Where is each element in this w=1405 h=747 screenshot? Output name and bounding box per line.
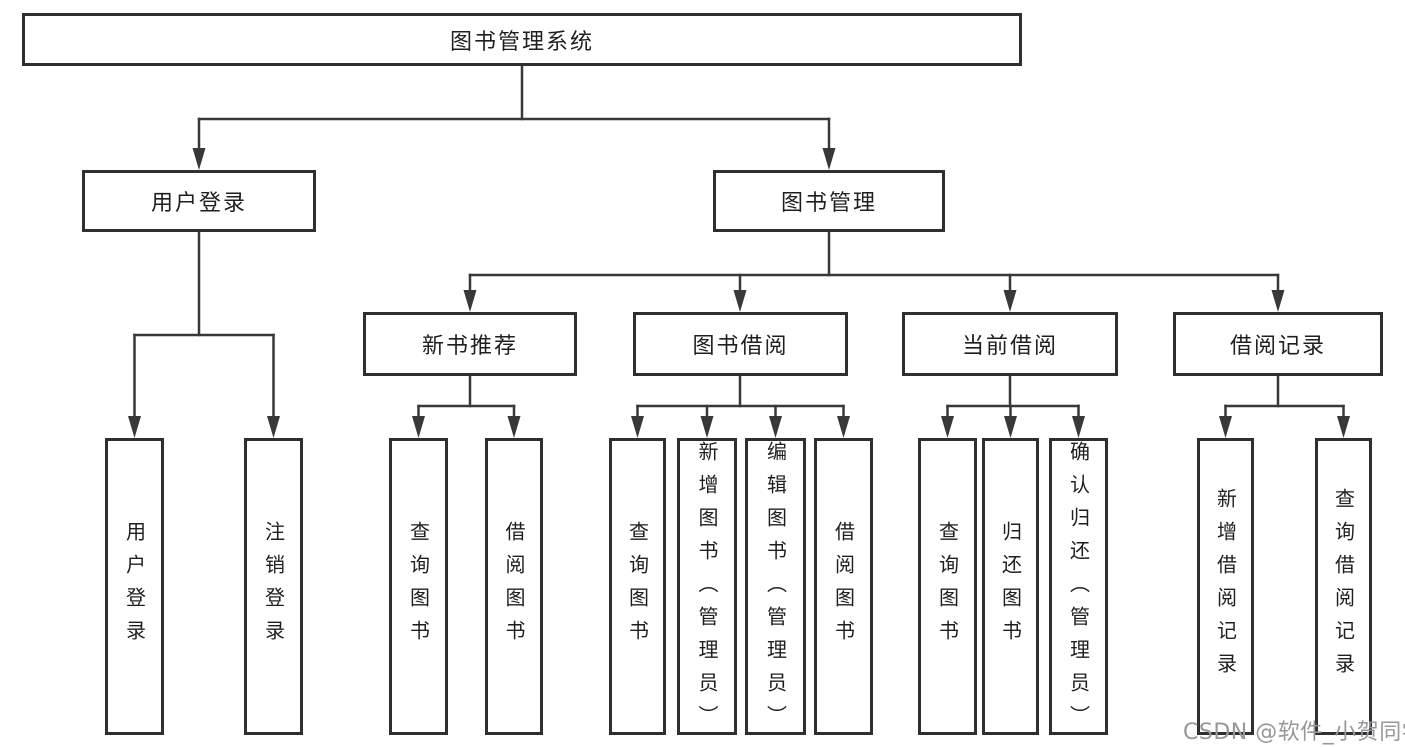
node-user-login: 用户登录: [82, 170, 316, 232]
node-current-borrowing: 当前借阅: [902, 312, 1118, 376]
tree-branch-lines: [133, 64, 1345, 408]
leaf-add-books-admin: 新增图书（管理员）: [677, 438, 737, 738]
connector-arrow: [733, 273, 747, 312]
node-book-management: 图书管理: [713, 170, 945, 232]
connector-arrow: [1003, 273, 1017, 312]
connector-arrow: [941, 404, 954, 438]
leaf-add-borrow-record: 新增借阅记录: [1197, 438, 1254, 735]
leaf-query-books-current: 查询图书: [918, 438, 977, 735]
connector-arrow: [1271, 273, 1285, 312]
node-library-management-system: 图书管理系统: [22, 13, 1022, 66]
connector-arrows: [128, 117, 1350, 438]
leaf-edit-books-admin: 编辑图书（管理员）: [745, 438, 806, 738]
leaf-confirm-return-admin: 确认归还（管理员）: [1049, 438, 1108, 738]
connector-arrow: [769, 404, 782, 438]
connector-arrow: [822, 117, 836, 170]
connector-arrow: [1004, 404, 1017, 438]
connector-arrow: [463, 273, 477, 312]
connector-arrow: [1072, 404, 1085, 438]
node-new-book-recommend: 新书推荐: [363, 312, 577, 376]
connector-arrow: [1219, 404, 1232, 438]
connector-arrow: [128, 333, 141, 438]
leaf-query-borrow-record: 查询借阅记录: [1315, 438, 1372, 735]
connector-arrow: [192, 117, 206, 170]
connector-arrow: [267, 333, 280, 438]
leaf-borrow-books-recommend: 借阅图书: [485, 438, 543, 735]
leaf-return-books: 归还图书: [982, 438, 1039, 735]
connector-arrow: [631, 404, 644, 438]
leaf-user-login: 用户登录: [105, 438, 164, 735]
leaf-logout: 注销登录: [244, 438, 303, 735]
connector-arrow: [700, 404, 714, 438]
node-borrowing-records: 借阅记录: [1173, 312, 1383, 376]
connector-arrow: [507, 404, 521, 438]
connector-arrow: [837, 404, 850, 438]
connector-arrow: [412, 404, 425, 438]
leaf-query-books-recommend: 查询图书: [389, 438, 448, 735]
leaf-borrow-books-borrowing: 借阅图书: [814, 438, 873, 735]
csdn-watermark: CSDN @软件_小贺同学: [1183, 720, 1405, 745]
leaf-query-books-borrowing: 查询图书: [609, 438, 666, 735]
connector-arrow: [1337, 404, 1350, 438]
node-book-borrowing: 图书借阅: [633, 312, 848, 376]
